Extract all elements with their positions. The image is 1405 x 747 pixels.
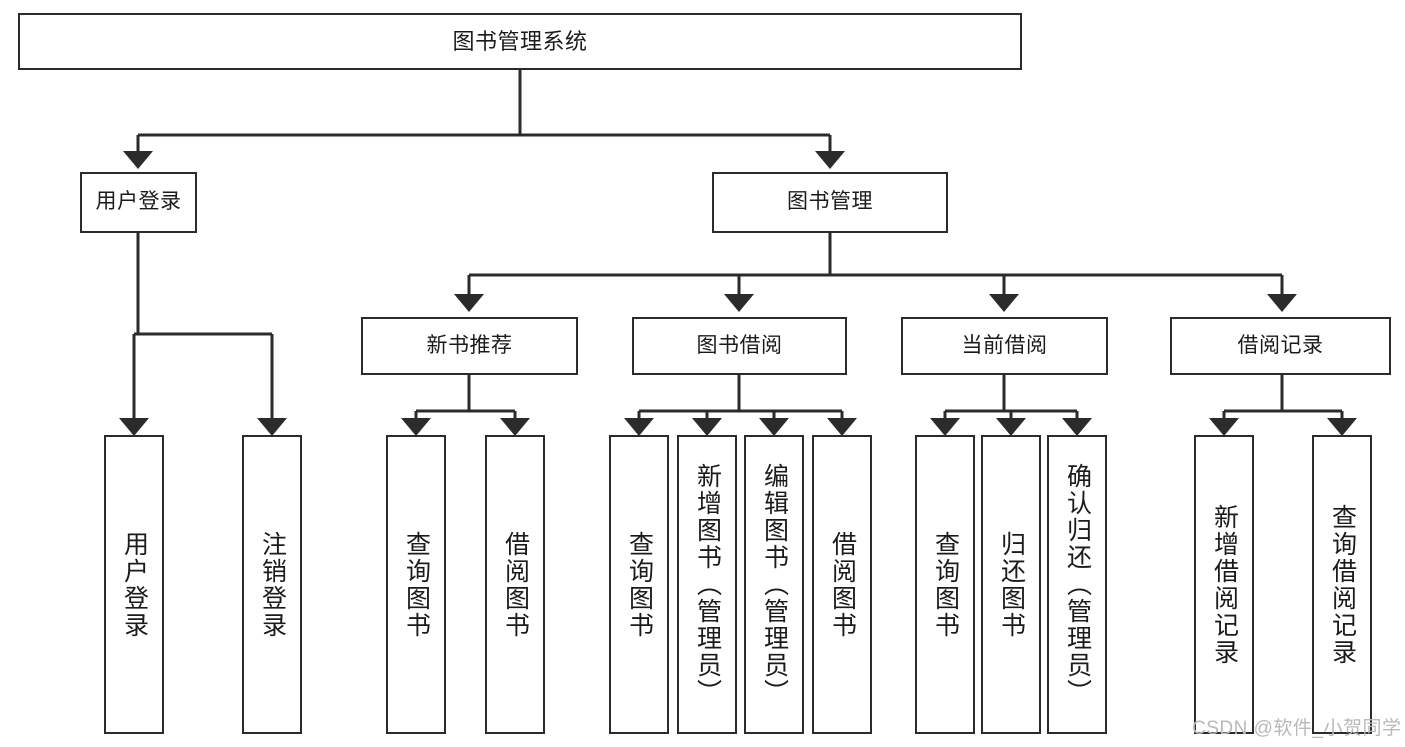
leaf-recommend-search-book[interactable]: 查询图书 <box>386 435 446 734</box>
node-current-borrow[interactable]: 当前借阅 <box>901 317 1108 375</box>
leaf-borrow-add-book[interactable]: 新增图书（管理员） <box>677 435 737 734</box>
leaf-record-search[interactable]: 查询借阅记录 <box>1312 435 1372 734</box>
node-user-login[interactable]: 用户登录 <box>80 172 197 233</box>
node-label: 查询图书 <box>402 530 431 639</box>
node-label: 新增图书（管理员） <box>693 463 722 706</box>
node-label: 新书推荐 <box>426 333 513 357</box>
node-book-management[interactable]: 图书管理 <box>712 172 948 233</box>
leaf-recommend-borrow-book[interactable]: 借阅图书 <box>485 435 545 734</box>
node-label: 图书借阅 <box>696 333 783 357</box>
node-book-management-system[interactable]: 图书管理系统 <box>18 13 1022 70</box>
node-borrow-records[interactable]: 借阅记录 <box>1170 317 1391 375</box>
leaf-current-return-book[interactable]: 归还图书 <box>981 435 1041 734</box>
node-new-book-recommend[interactable]: 新书推荐 <box>361 317 578 375</box>
node-label: 借阅记录 <box>1237 333 1324 357</box>
watermark: CSDN @软件_小贺同学 <box>1192 718 1402 739</box>
node-label: 归还图书 <box>997 530 1026 639</box>
node-label: 查询借阅记录 <box>1328 503 1357 666</box>
leaf-logout[interactable]: 注销登录 <box>242 435 302 734</box>
node-label: 查询图书 <box>931 530 960 639</box>
leaf-borrow-search-book[interactable]: 查询图书 <box>609 435 669 734</box>
node-label: 查询图书 <box>625 530 654 639</box>
node-label: 确认归还（管理员） <box>1063 463 1092 706</box>
node-label: 借阅图书 <box>828 530 857 639</box>
node-book-borrow[interactable]: 图书借阅 <box>632 317 847 375</box>
node-label: 用户登录 <box>120 530 149 639</box>
leaf-current-confirm-return[interactable]: 确认归还（管理员） <box>1047 435 1107 734</box>
leaf-borrow-borrow-book[interactable]: 借阅图书 <box>812 435 872 734</box>
leaf-borrow-edit-book[interactable]: 编辑图书（管理员） <box>744 435 804 734</box>
node-label: 图书管理系统 <box>452 28 588 54</box>
node-label: 图书管理 <box>787 190 873 214</box>
node-label: 新增借阅记录 <box>1210 503 1239 666</box>
leaf-current-search-book[interactable]: 查询图书 <box>915 435 975 734</box>
node-label: 用户登录 <box>95 190 182 214</box>
leaf-user-login[interactable]: 用户登录 <box>104 435 164 734</box>
node-label: 注销登录 <box>258 530 287 639</box>
leaf-record-add[interactable]: 新增借阅记录 <box>1194 435 1254 734</box>
node-label: 编辑图书（管理员） <box>760 463 789 706</box>
node-label: 借阅图书 <box>501 530 530 639</box>
node-label: 当前借阅 <box>961 333 1048 357</box>
